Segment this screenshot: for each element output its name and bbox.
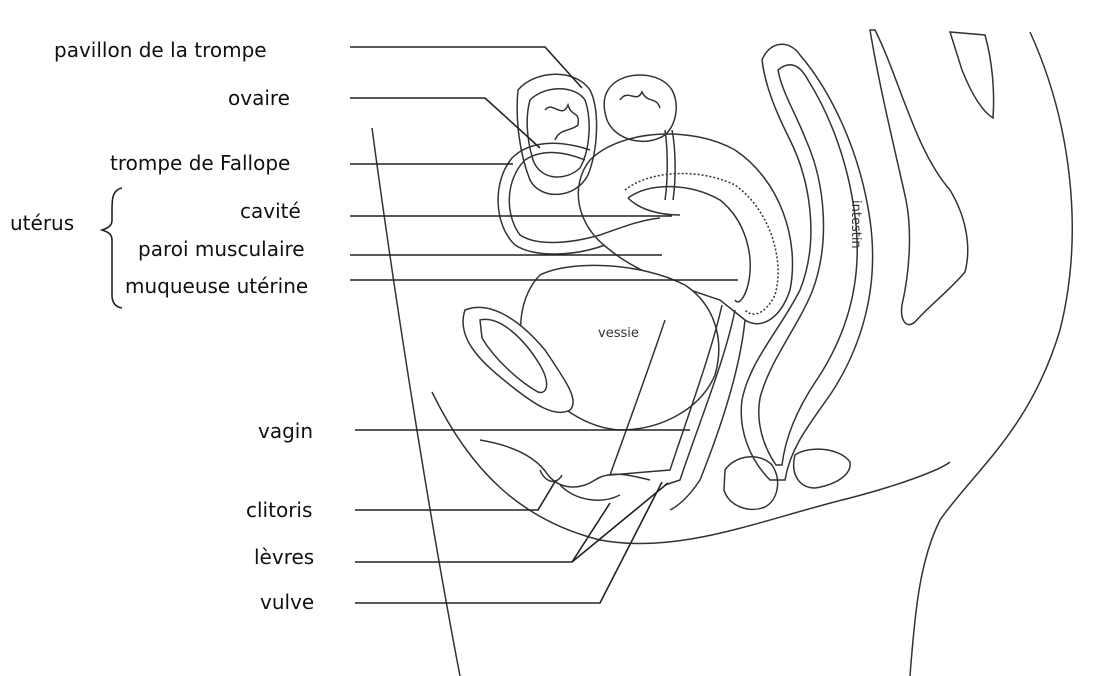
label-muqueuse: muqueuse utérine [125, 274, 308, 298]
label-trompe: trompe de Fallope [110, 151, 290, 175]
label-clitoris: clitoris [246, 498, 312, 522]
uterus-brace [102, 188, 122, 308]
leader-clitoris [355, 480, 556, 510]
intestin-label: intestin [848, 200, 863, 249]
label-ovaire: ovaire [228, 86, 290, 110]
label-cavite: cavité [240, 199, 301, 223]
leader-pavillon [350, 47, 582, 88]
sacrum [870, 30, 994, 325]
label-pavillon: pavillon de la trompe [54, 38, 267, 62]
vessie-label: vessie [598, 326, 639, 341]
label-vagin: vagin [258, 419, 313, 443]
leader-levres [355, 503, 610, 562]
label-vulve: vulve [260, 590, 314, 614]
label-uterus: utérus [10, 211, 74, 235]
leader-ovaire [350, 98, 540, 148]
leader-levres-2 [572, 483, 668, 562]
vulva [480, 440, 650, 500]
perineum [724, 449, 850, 509]
labels: pavillon de la trompe ovaire trompe de F… [10, 38, 314, 614]
label-levres: lèvres [254, 545, 314, 569]
label-paroi: paroi musculaire [138, 237, 305, 261]
